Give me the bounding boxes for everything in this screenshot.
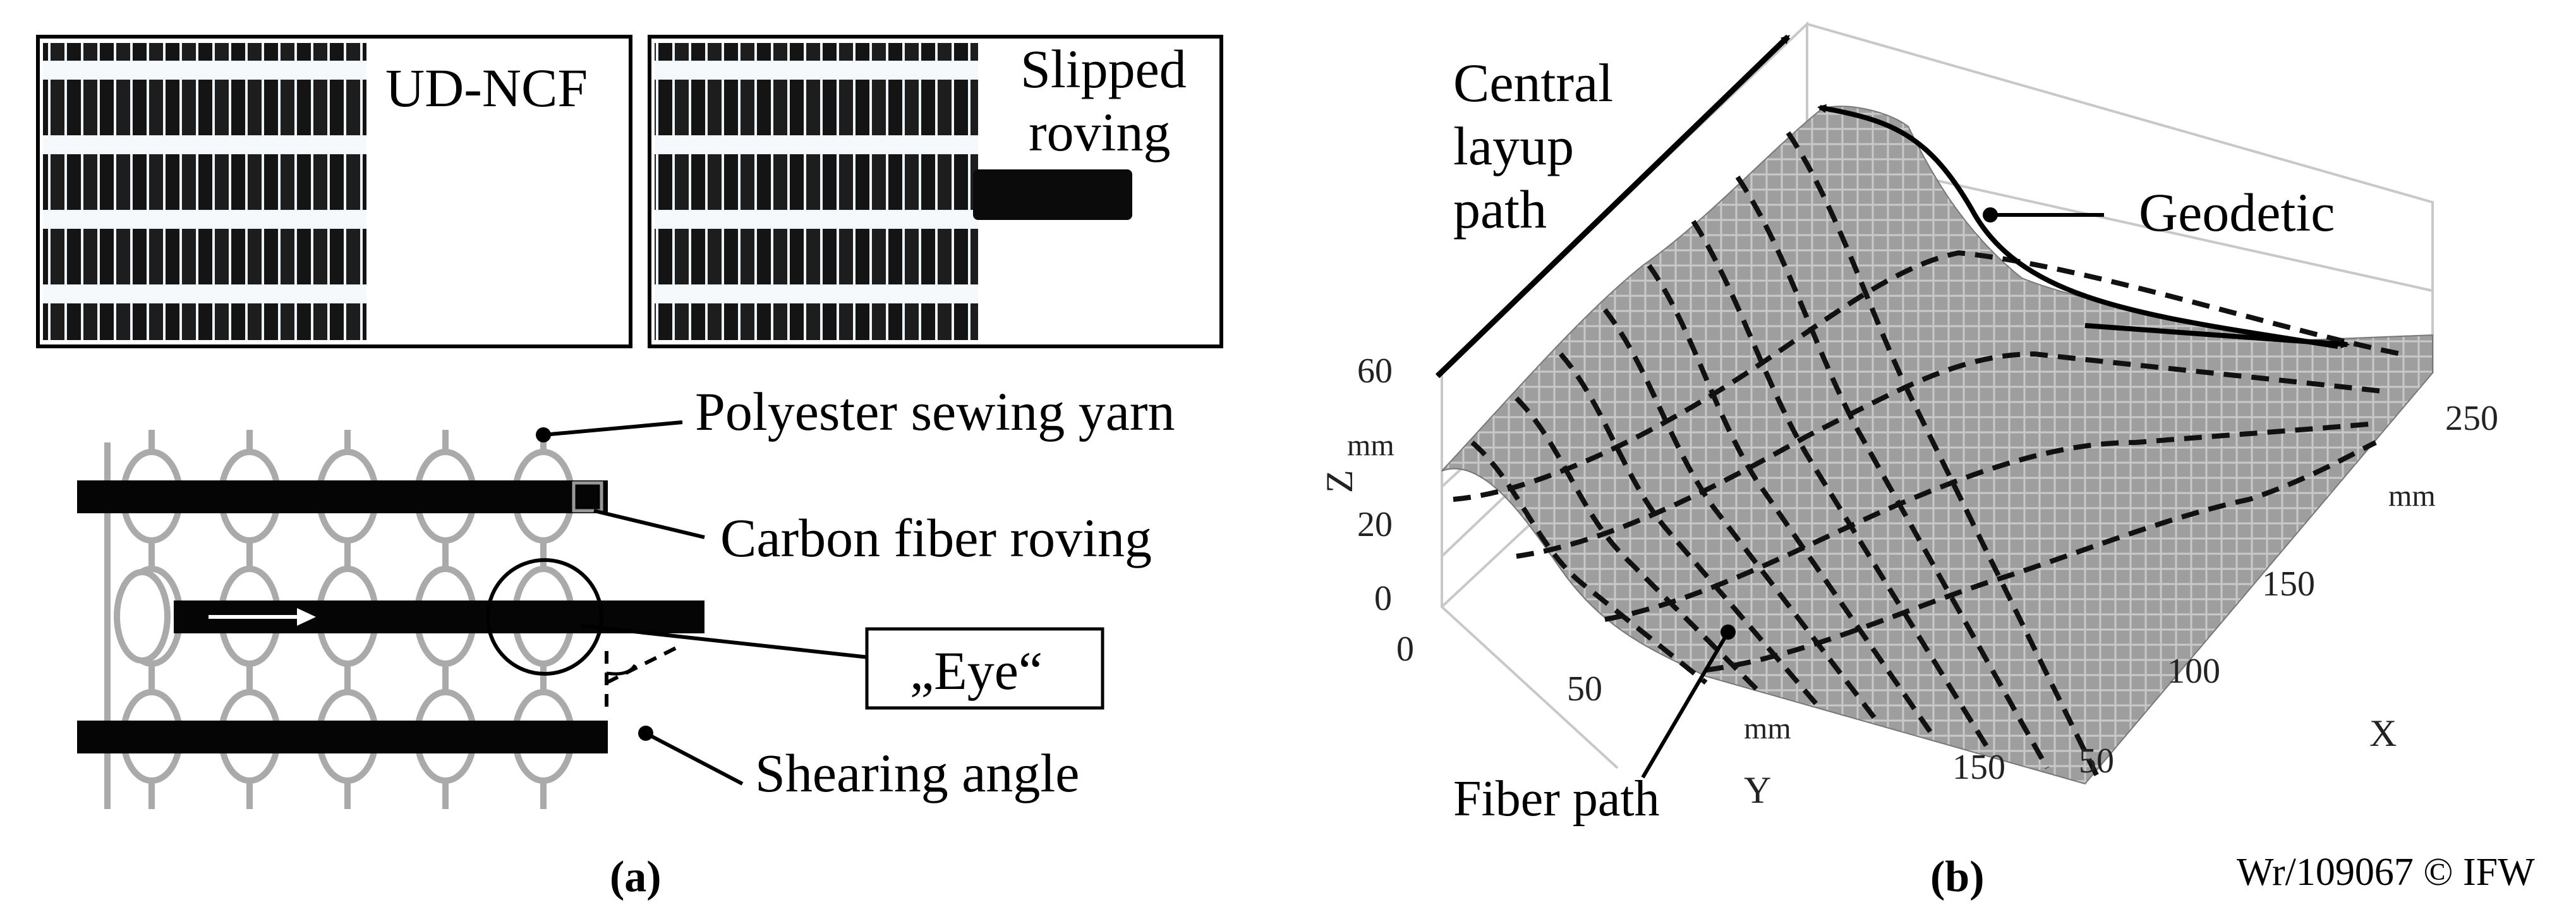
label-fiber-path: Fiber path: [1453, 771, 1660, 827]
y-axis-label: Y: [1744, 769, 1771, 811]
geodetic-arrow: [1817, 104, 2338, 349]
label-shearing-angle: Shearing angle: [755, 743, 1079, 803]
roving-row-1: [77, 480, 608, 513]
y-axis-unit: mm: [1744, 712, 1791, 745]
x-tick-150: 150: [2262, 564, 2315, 604]
label-carbon-roving: Carbon fiber roving: [720, 508, 1152, 568]
label-eye: „Eye“: [910, 640, 1043, 701]
z-tick-20: 20: [1357, 505, 1393, 544]
x-tick-250: 250: [2445, 399, 2498, 438]
ncf-schematic: [77, 430, 704, 809]
y-tick-50: 50: [1567, 669, 1602, 709]
y-tick-0: 0: [1396, 630, 1414, 669]
label-central-line3: path: [1453, 179, 1547, 240]
x-tick-50: 50: [2079, 741, 2114, 781]
panel-b: Central layup path Geodetic Fiber path 6…: [1319, 21, 2498, 901]
y-tick-150: 150: [1952, 748, 2005, 787]
z-tick-0: 0: [1374, 579, 1392, 618]
photo-right-label-line1: Slipped: [1020, 39, 1187, 99]
caption-b: (b): [1930, 853, 1985, 901]
label-central-line2: layup: [1453, 116, 1574, 176]
copyright-note: Wr/109067 © IFW: [2237, 851, 2535, 894]
photo-right-label-line2: roving: [1029, 102, 1171, 162]
photo-slipped-roving: Slipped roving: [648, 35, 1223, 348]
slipped-roving-strand: [973, 169, 1132, 220]
slip-arrow-icon: [297, 608, 316, 626]
z-axis-label: Z: [1319, 470, 1360, 493]
z-tick-60: 60: [1357, 351, 1393, 391]
x-axis-unit: mm: [2388, 479, 2436, 513]
label-geodetic: Geodetic: [2139, 182, 2335, 243]
panel-a: UD-NCF Slipped roving: [36, 35, 1223, 901]
fiber-surface: [1441, 106, 2433, 785]
z-axis-unit: mm: [1347, 429, 1394, 462]
central-path-arrow: [1435, 34, 1791, 379]
label-central-line1: Central: [1453, 52, 1613, 113]
caption-a: (a): [610, 853, 662, 901]
eye-circle: [486, 558, 603, 676]
roving-row-3: [77, 721, 608, 753]
eye-label-box: [865, 627, 1104, 710]
x-tick-100: 100: [2167, 652, 2220, 691]
label-sewing-yarn: Polyester sewing yarn: [695, 381, 1175, 442]
photo-ud-ncf: UD-NCF: [36, 35, 632, 348]
x-axis-label: X: [2369, 712, 2397, 754]
photo-left-label: UD-NCF: [385, 58, 588, 118]
